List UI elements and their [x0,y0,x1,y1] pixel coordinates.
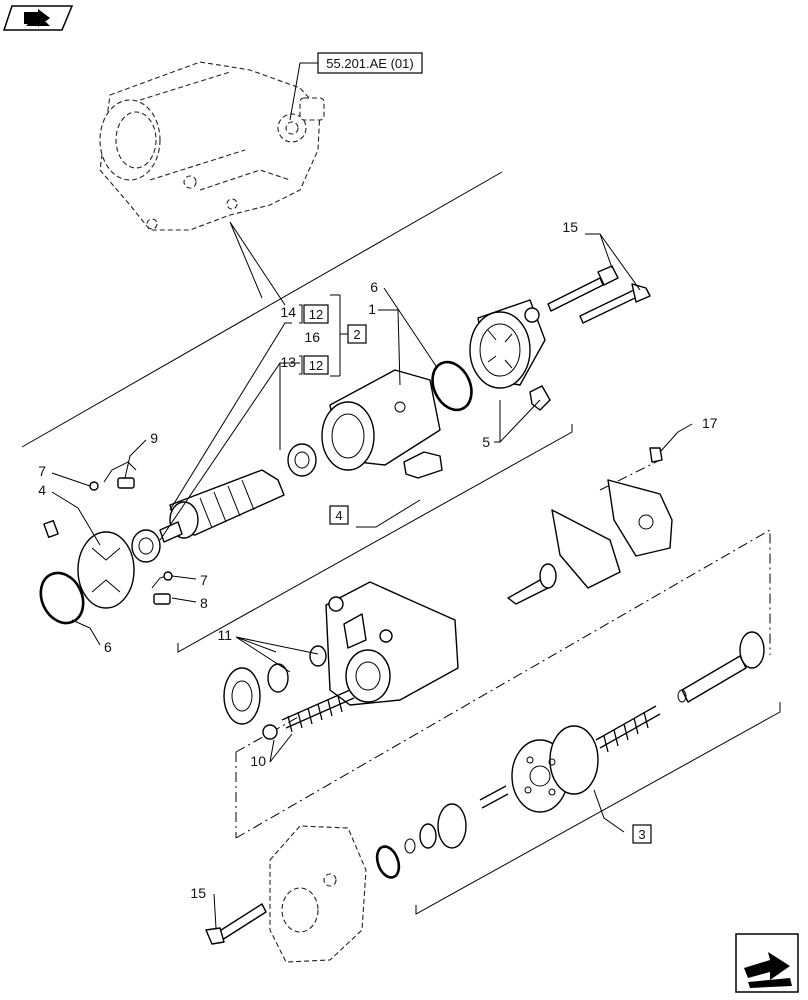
pinion-o-ring[interactable] [373,844,403,881]
callout-10: 10 [250,753,266,769]
svg-text:2: 2 [353,327,360,342]
return-spring[interactable] [595,705,661,753]
drive-pinion-gear[interactable] [404,803,467,854]
steel-ball[interactable] [262,724,278,740]
callout-11: 11 [217,627,232,643]
svg-text:12: 12 [309,358,323,373]
callout-14: 14 [280,304,296,320]
callout-7-upper: 7 [38,463,46,479]
svg-text:4: 4 [335,508,342,523]
callout-1: 1 [368,301,376,317]
divider-bracket-lower [415,702,781,915]
terminal-screw[interactable] [649,447,663,463]
brush-plate[interactable] [43,520,135,609]
group-box-12-lower[interactable]: 12 [303,355,329,375]
group-box-2[interactable]: 2 [347,324,367,344]
next-page-arrow-icon[interactable] [735,933,799,993]
callout-5: 5 [482,434,490,450]
pinion-shaft[interactable] [677,631,765,703]
svg-text:12: 12 [309,307,323,322]
callout-16: 16 [304,329,320,345]
armature-bearing-lower[interactable] [131,529,161,563]
callout-15-upper: 15 [562,219,578,235]
commutator-end-cover[interactable] [469,299,546,389]
armature-bearing-upper[interactable] [287,443,317,477]
page-flip-arrow-icon[interactable] [2,5,74,31]
callout-4: 4 [38,482,46,498]
callout-13: 13 [280,354,296,370]
pinion-spring[interactable] [479,785,509,809]
through-bolt-bottom[interactable] [205,903,267,945]
callout-8: 8 [200,595,208,611]
armature[interactable] [159,469,285,543]
leader-lines [51,233,693,929]
group-box-12-upper[interactable]: 12 [303,304,329,324]
drive-housing-reference [269,825,367,963]
svg-text:55.201.AE (01): 55.201.AE (01) [326,56,413,71]
idler-gear[interactable] [223,645,327,725]
divider-line-upper [21,171,503,448]
callout-17: 17 [702,415,718,431]
callout-9: 9 [150,430,158,446]
group-box-4[interactable]: 4 [329,505,349,525]
brush-cap[interactable] [529,385,551,411]
callout-6-upper: 6 [370,279,378,295]
brush-lead-upper[interactable] [89,461,137,491]
solenoid-plunger[interactable] [507,509,621,605]
callout-labels: 15 6 1 14 16 13 5 9 7 4 7 8 6 11 10 17 1… [38,219,718,901]
o-ring-upper[interactable] [425,356,479,417]
plunger-spring[interactable] [281,689,355,733]
solenoid-cover[interactable] [607,479,673,557]
divider-bracket-middle [177,424,573,653]
svg-text:3: 3 [638,827,645,842]
assembly-reference-label[interactable]: 55.201.AE (01) [317,52,423,74]
brush-lead-lower[interactable] [151,571,173,605]
group-box-3[interactable]: 3 [632,824,652,844]
callout-15-lower: 15 [190,885,206,901]
zoom-lines [229,221,286,306]
yoke-housing[interactable] [321,369,443,479]
o-ring-lower[interactable] [33,566,91,630]
callout-6-lower: 6 [104,639,112,655]
drive-end-frame[interactable] [325,581,459,706]
through-bolt-upper[interactable] [547,265,619,312]
callout-7-lower: 7 [200,572,208,588]
overrunning-clutch[interactable] [511,725,599,813]
through-bolt-lower[interactable] [579,283,651,324]
assembled-starter-reference-view [99,61,325,231]
drive-group-outline [235,529,771,839]
